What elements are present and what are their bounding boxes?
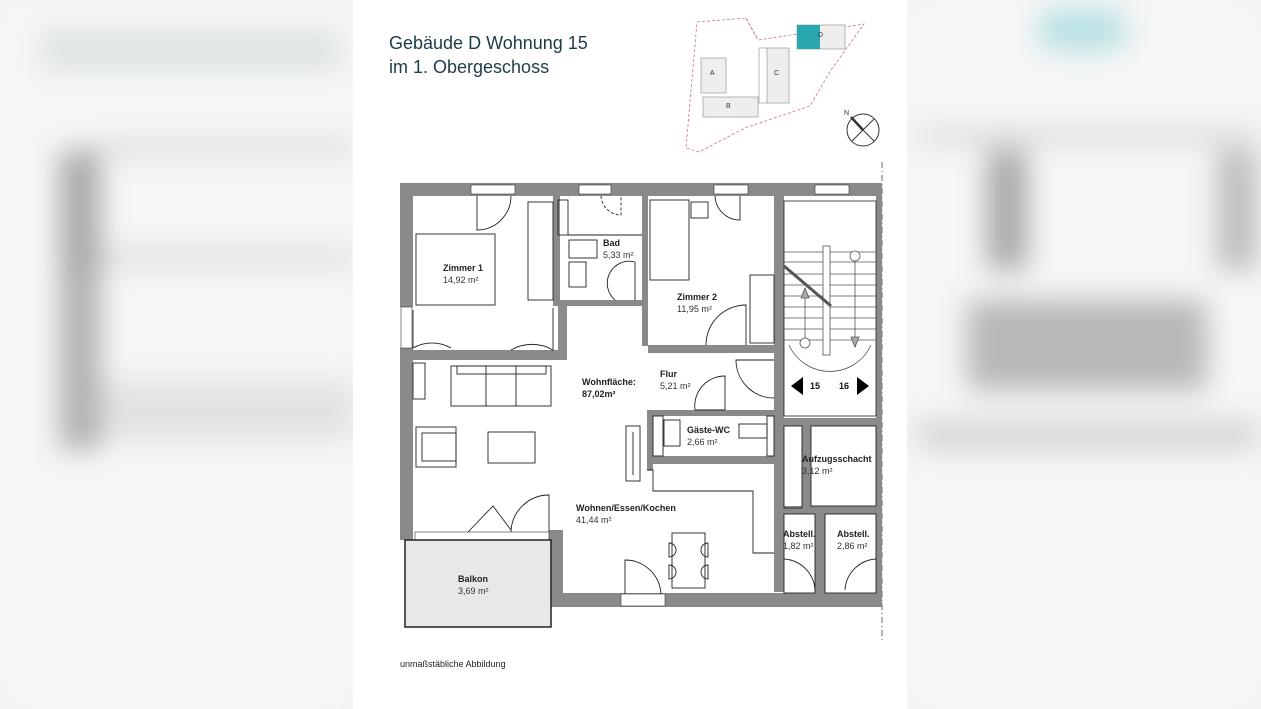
building-d-highlight [797, 25, 820, 49]
balcony-area [404, 539, 552, 628]
compass-icon [846, 113, 880, 147]
room-area: 3,69 m² [458, 586, 489, 596]
room-area: 1,82 m² [783, 541, 814, 551]
room-name: Aufzugsschacht [802, 454, 872, 464]
page-title: Gebäude D Wohnung 15 im 1. Obergeschoss [389, 31, 588, 79]
room-area: 2,66 m² [687, 437, 718, 447]
title-line-2: im 1. Obergeschoss [389, 57, 550, 77]
site-label-d: D [818, 32, 824, 39]
room-area: 2,86 m² [837, 541, 868, 551]
building-b [702, 96, 759, 118]
site-label-c: C [774, 70, 780, 77]
room-name: Flur [660, 369, 677, 379]
floor-plan-document: Gebäude D Wohnung 15 im 1. Obergeschoss [353, 0, 907, 709]
room-zimmer-2: Zimmer 2 11,95 m² [677, 291, 717, 315]
furniture-and-fixtures [412, 195, 877, 595]
room-name: Zimmer 2 [677, 292, 718, 302]
room-zimmer-1: Zimmer 1 14,92 m² [443, 262, 483, 286]
compass-north-label: N [844, 110, 850, 117]
room-flur: Flur 5,21 m² [660, 368, 691, 392]
blurred-background-right [907, 0, 1261, 709]
stair-arrow-left-icon [791, 377, 803, 395]
room-area: 5,33 m² [603, 250, 634, 260]
living-area-summary: Wohnfläche: 87,02m² [582, 376, 636, 400]
building-a [700, 57, 727, 94]
site-buildings [700, 24, 846, 118]
room-name: Balkon [458, 574, 489, 584]
room-name: Abstell. [837, 529, 870, 539]
site-label-b: B [726, 103, 731, 110]
room-aufzugsschacht: Aufzugsschacht 3,12 m² [802, 453, 872, 477]
stair-number-left: 15 [810, 381, 821, 391]
room-abstell-1: Abstell. 1,82 m² [783, 528, 816, 552]
room-name: Abstell. [783, 529, 816, 539]
room-wohnen-essen-kochen: Wohnen/Essen/Kochen 41,44 m² [576, 502, 676, 526]
room-balkon: Balkon 3,69 m² [458, 573, 489, 597]
room-bad: Bad 5,33 m² [603, 237, 634, 261]
summary-value: 87,02m² [582, 389, 616, 399]
stair-number-right: 16 [839, 381, 850, 391]
room-area: 3,12 m² [802, 466, 833, 476]
room-name: Gäste-WC [687, 425, 731, 435]
room-area: 11,95 m² [677, 304, 712, 314]
blurred-background-left [0, 0, 353, 709]
room-abstell-2: Abstell. 2,86 m² [837, 528, 870, 552]
stair-arrow-right-icon [857, 377, 869, 395]
room-name: Zimmer 1 [443, 263, 484, 273]
scale-footnote: unmaßstäbliche Abbildung [400, 659, 506, 669]
summary-label: Wohnfläche: [582, 377, 636, 387]
stairwell [783, 200, 877, 417]
site-label-a: A [710, 70, 715, 77]
room-area: 41,44 m² [576, 515, 612, 525]
title-line-1: Gebäude D Wohnung 15 [389, 33, 588, 53]
room-name: Wohnen/Essen/Kochen [576, 503, 676, 513]
room-area: 14,92 m² [443, 275, 479, 285]
site-plan [685, 17, 865, 153]
floor-plan-drawing [400, 17, 883, 642]
room-gaeste-wc: Gäste-WC 2,66 m² [687, 424, 730, 448]
room-name: Bad [603, 238, 621, 248]
room-area: 5,21 m² [660, 381, 691, 391]
